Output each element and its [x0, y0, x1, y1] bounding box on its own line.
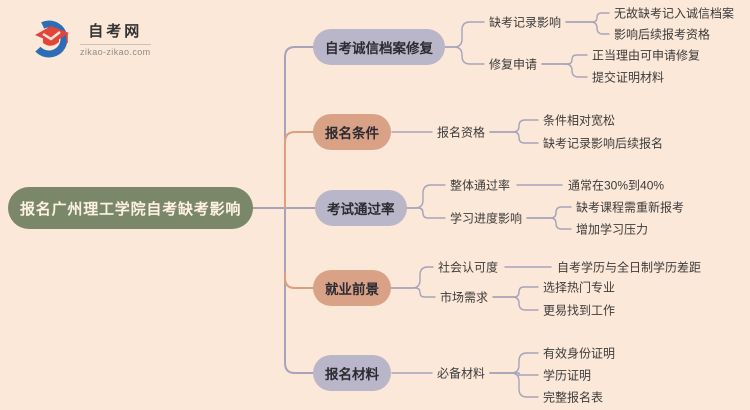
subtopic-required-materials: 必备材料: [437, 366, 486, 381]
leaf-node: 自考学历与全日制学历差距: [557, 260, 702, 275]
leaf-node: 有效身份证明: [543, 346, 616, 361]
branch-node-employment: 就业前景: [313, 270, 391, 306]
leaf-node: 影响后续报考资格: [614, 27, 711, 42]
subtopic-market-demand: 市场需求: [440, 290, 489, 305]
subtopic-registration-eligibility: 报名资格: [437, 125, 486, 140]
site-url: zikao-zikao.com: [80, 46, 151, 57]
leaf-node: 缺考课程需重新报考: [576, 200, 685, 215]
subtopic-absence-record-impact: 缺考记录影响: [489, 15, 562, 30]
leaf-node: 通常在30%到40%: [568, 178, 665, 193]
branch-node-pass-rate: 考试通过率: [315, 190, 407, 226]
subtopic-social-recognition: 社会认可度: [438, 260, 499, 275]
leaf-node: 完整报名表: [543, 390, 604, 405]
leaf-node: 正当理由可申请修复: [592, 48, 701, 63]
connector-branch-conditions: [284, 131, 314, 209]
branch-node-conditions: 报名条件: [313, 114, 391, 150]
site-name: 自考网: [88, 22, 143, 40]
logo-divider: [80, 43, 151, 45]
connector-branch-credit-repair: [284, 46, 314, 209]
leaf-node: 无故缺考记入诚信档案: [614, 6, 735, 21]
leaf-node: 选择热门专业: [543, 280, 616, 295]
leaf-node: 学历证明: [543, 368, 592, 383]
zikao-logo-icon: [30, 20, 69, 58]
subtopic-repair-application: 修复申请: [489, 57, 538, 72]
leaf-node: 条件相对宽松: [543, 113, 616, 128]
leaf-node: 提交证明材料: [592, 70, 665, 85]
branch-node-credit-repair: 自考诚信档案修复: [313, 29, 445, 65]
site-logo: 自考网 zikao-zikao.com: [28, 14, 151, 62]
subtopic-overall-pass-rate: 整体通过率: [450, 178, 511, 193]
connector-branch-materials: [284, 207, 314, 374]
leaf-node: 更易找到工作: [543, 303, 616, 318]
root-node: 报名广州理工学院自考缺考影响: [8, 187, 254, 229]
branch-node-materials: 报名材料: [313, 355, 391, 391]
leaf-node: 增加学习压力: [576, 222, 649, 237]
subtopic-study-progress-impact: 学习进度影响: [450, 211, 523, 226]
leaf-node: 缺考记录影响后续报名: [543, 136, 664, 151]
connector-branch-employment: [284, 271, 314, 289]
